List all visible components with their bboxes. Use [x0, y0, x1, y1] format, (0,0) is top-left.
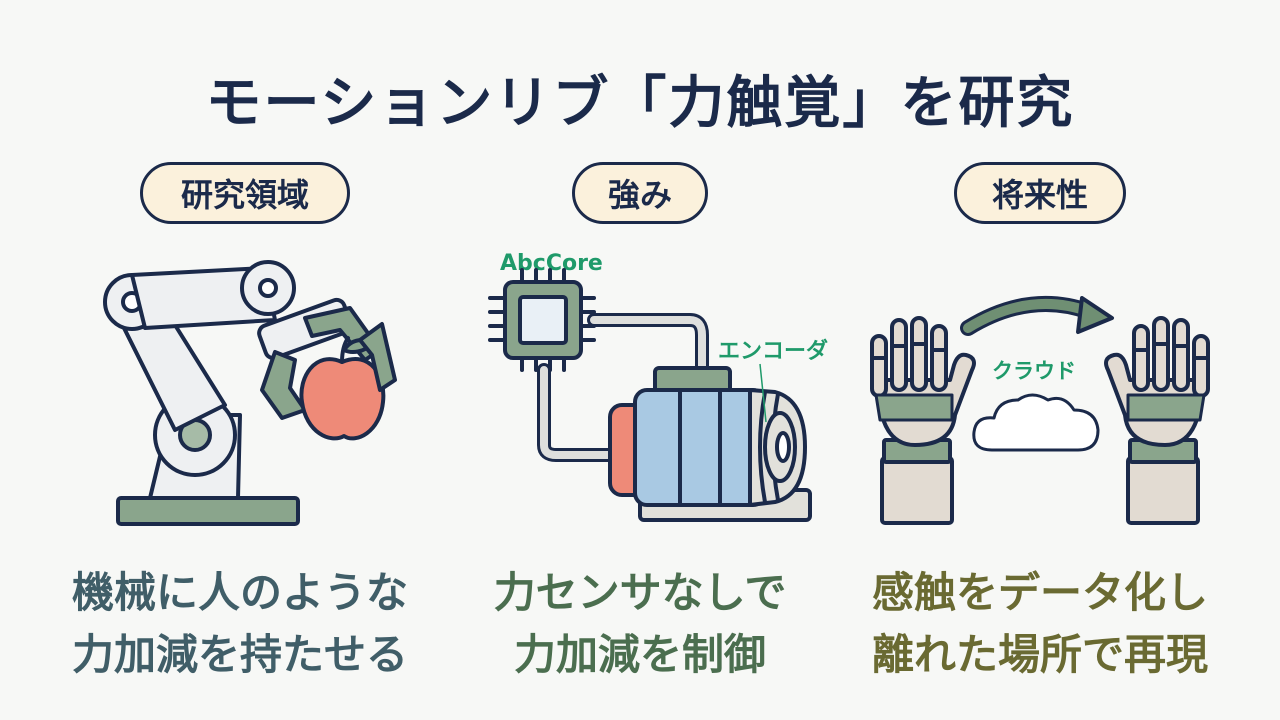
motor-diagram: AbcCore エンコーダ	[488, 251, 828, 522]
heading-strength: 強み	[572, 162, 708, 224]
caption-line: 機械に人のような	[71, 568, 408, 617]
cloud-label: クラウド	[992, 359, 1076, 383]
caption-line: 力加減を持たせる	[71, 630, 408, 679]
motor-icon	[608, 366, 812, 522]
cloud-icon	[972, 393, 1100, 452]
caption-line: 力加減を制御	[513, 630, 766, 679]
apple-icon	[299, 357, 386, 441]
page-title: モーションリブ「力触覚」を研究	[205, 71, 1075, 136]
chip-icon	[488, 268, 596, 372]
robot-arm-icon	[103, 260, 397, 526]
remote-touch-diagram: クラウド	[870, 296, 1210, 525]
robot-hand-icon	[870, 316, 976, 525]
heading-future: 将来性	[954, 162, 1126, 224]
heading-research-area: 研究領域	[140, 162, 350, 224]
caption-future: 感触をデータ化し 離れた場所で再現	[830, 562, 1250, 686]
encoder-label: エンコーダ	[718, 338, 828, 364]
caption-line: 力センサなしで	[493, 568, 787, 617]
caption-line: 感触をデータ化し	[871, 568, 1208, 617]
caption-strength: 力センサなしで 力加減を制御	[430, 562, 850, 686]
caption-research-area: 機械に人のような 力加減を持たせる	[30, 562, 450, 686]
caption-line: 離れた場所で再現	[871, 630, 1208, 679]
